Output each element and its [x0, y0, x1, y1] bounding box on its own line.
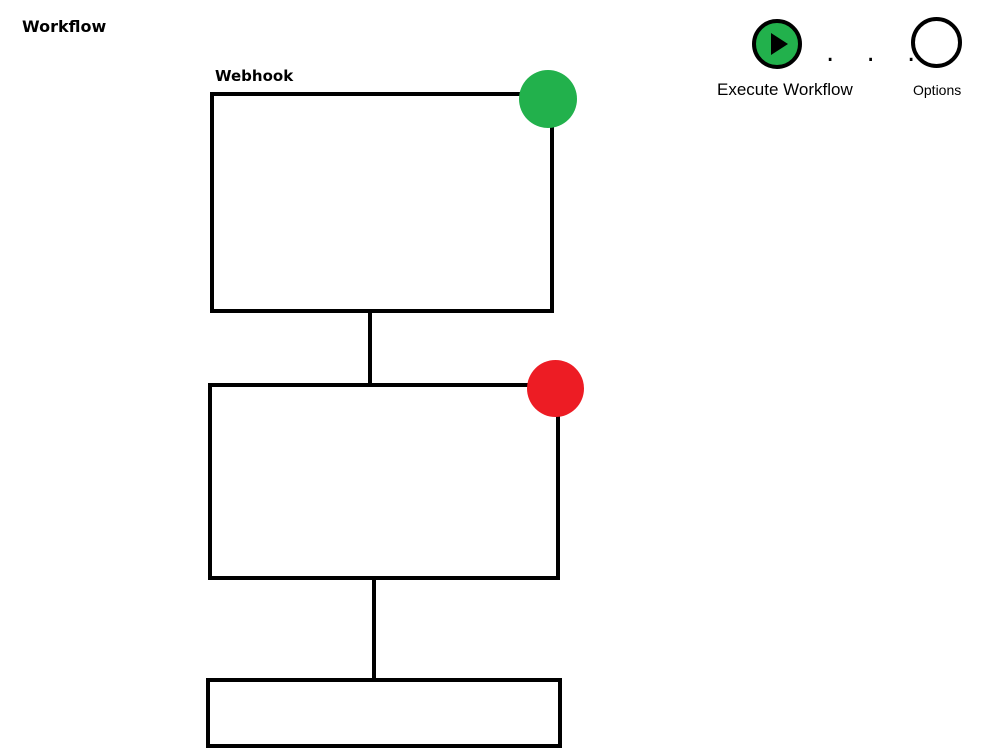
- node-status-indicator-success: [519, 70, 577, 128]
- node-connector: [372, 577, 376, 681]
- options-label: Options: [913, 82, 962, 98]
- options-button[interactable]: [911, 17, 962, 68]
- workflow-node[interactable]: [208, 383, 560, 580]
- node-connector: [368, 310, 372, 392]
- workflow-node[interactable]: [206, 678, 562, 748]
- node-status-indicator-error: [527, 360, 584, 417]
- page-title: Workflow: [22, 17, 107, 36]
- node-label-webhook: Webhook: [215, 67, 294, 85]
- workflow-node-webhook[interactable]: [210, 92, 554, 313]
- execute-workflow-button[interactable]: [752, 19, 802, 69]
- execute-workflow-label: Execute Workflow: [717, 80, 853, 99]
- more-ellipsis: . . .: [826, 38, 928, 68]
- play-icon: [771, 33, 788, 55]
